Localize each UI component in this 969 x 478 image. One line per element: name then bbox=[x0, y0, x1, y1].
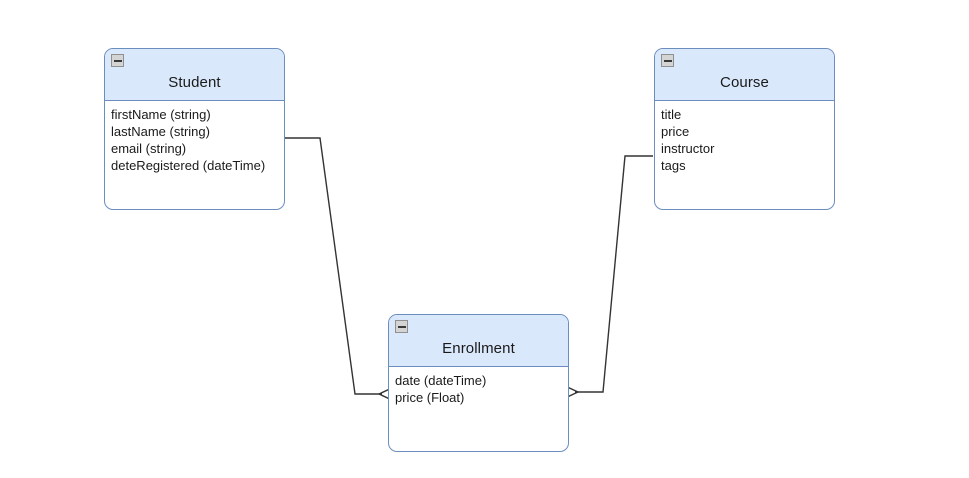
minus-icon-bar bbox=[113, 59, 122, 62]
edge-student-enrollment[interactable] bbox=[285, 137, 395, 402]
uml-class-student-attributes: firstName (string) lastName (string) ema… bbox=[105, 101, 284, 174]
uml-attribute: price bbox=[661, 124, 690, 139]
uml-attribute: tags bbox=[661, 158, 686, 173]
edge-course-enrollment-line bbox=[575, 155, 653, 393]
uml-class-course-title: Course bbox=[720, 74, 769, 91]
uml-class-student-header: Student bbox=[105, 49, 284, 101]
uml-attribute: email (string) bbox=[111, 141, 187, 156]
uml-class-student-title: Student bbox=[168, 74, 221, 91]
minus-icon[interactable] bbox=[661, 54, 674, 67]
uml-class-enrollment-title: Enrollment bbox=[442, 340, 515, 357]
uml-attribute: firstName (string) bbox=[111, 107, 211, 122]
uml-attribute: deteRegistered (dateTime) bbox=[111, 158, 266, 173]
uml-attribute: date (dateTime) bbox=[395, 373, 487, 388]
minus-icon[interactable] bbox=[395, 320, 408, 333]
minus-icon-bar bbox=[663, 59, 672, 62]
uml-attribute: lastName (string) bbox=[111, 124, 210, 139]
uml-class-course[interactable]: Course title price instructor tags bbox=[654, 48, 835, 210]
uml-class-student[interactable]: Student firstName (string) lastName (str… bbox=[104, 48, 285, 210]
uml-class-course-attributes: title price instructor tags bbox=[655, 101, 834, 174]
edge-course-enrollment[interactable] bbox=[562, 155, 653, 400]
edge-student-enrollment-line bbox=[285, 137, 382, 395]
uml-attribute: instructor bbox=[661, 141, 715, 156]
uml-class-enrollment-header: Enrollment bbox=[389, 315, 568, 367]
uml-class-enrollment[interactable]: Enrollment date (dateTime) price (Float) bbox=[388, 314, 569, 452]
uml-attribute: price (Float) bbox=[395, 390, 465, 405]
uml-class-course-header: Course bbox=[655, 49, 834, 101]
minus-icon-bar bbox=[397, 325, 406, 328]
uml-attribute: title bbox=[661, 107, 682, 122]
uml-class-enrollment-attributes: date (dateTime) price (Float) bbox=[389, 367, 568, 406]
minus-icon[interactable] bbox=[111, 54, 124, 67]
